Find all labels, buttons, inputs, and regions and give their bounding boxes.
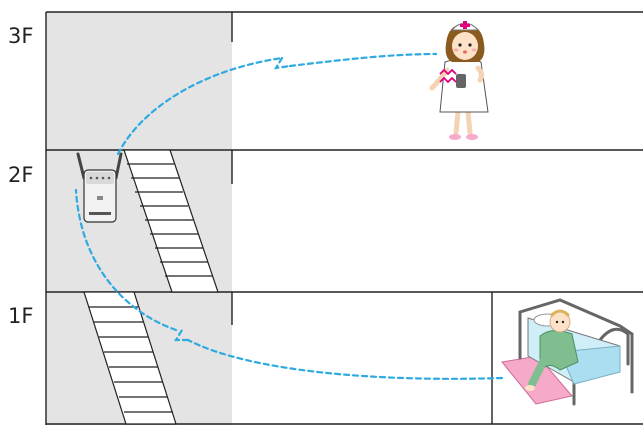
stairs-1f-flight (83, 291, 177, 425)
patient-in-bed-icon (501, 298, 634, 406)
wifi-repeater-icon (76, 152, 123, 223)
signal-path (74, 52, 504, 380)
stairs-2f-flight (123, 149, 219, 293)
signal-zigzag-1f (174, 328, 190, 342)
signal-segment-1f-2f (74, 188, 178, 332)
signal-zigzag-3f (273, 56, 292, 70)
signal-segment-2f-3f (116, 56, 284, 156)
staircase-icon (123, 149, 219, 293)
signal-segment-1f (186, 338, 504, 380)
floor-label-3f: 3F (8, 24, 34, 48)
staircase-1f (83, 291, 177, 425)
floor-label-1f: 1F (8, 304, 34, 328)
signal-segment-3f (288, 52, 438, 68)
nurse-icon (429, 21, 489, 140)
floor-label-2f: 2F (8, 163, 34, 187)
